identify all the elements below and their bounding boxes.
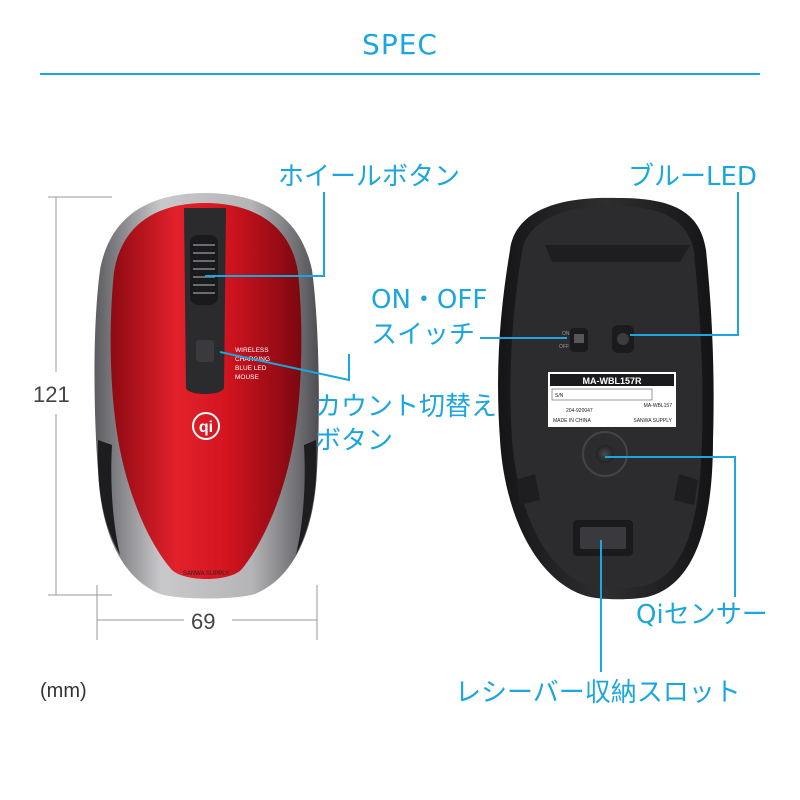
count-button-callout-line2: ボタン — [315, 426, 394, 456]
qi-logo — [192, 412, 220, 440]
page-title: SPEC — [362, 28, 438, 61]
height-dimension — [48, 196, 112, 596]
wheel-button-leader — [205, 192, 325, 277]
side-text-line-1: WIRELESS — [235, 347, 269, 354]
height-dimension-label: 121 — [33, 382, 70, 407]
side-text-line-4: MOUSE — [235, 374, 260, 381]
front-mouse: qi WIRELESS CHARGING BLUE LED MOUSE SANW… — [94, 193, 319, 599]
switch-on-label: ON — [562, 331, 570, 337]
count-button-callout-line1: カウント切替え — [315, 392, 498, 422]
qi-logo-text: qi — [199, 419, 213, 436]
qi-coil-mark — [582, 431, 628, 477]
label-model: MA-WBL157R — [582, 376, 642, 386]
side-text-line-3: BLUE LED — [235, 365, 267, 372]
wheel-button-callout: ホイールボタン — [278, 162, 461, 192]
label-cert: 204-920047 — [566, 408, 593, 414]
switch-off-label: OFF — [559, 344, 569, 350]
title-divider — [40, 73, 760, 75]
onoff-switch-callout-line2: スイッチ — [371, 320, 476, 350]
dpi-button — [196, 340, 214, 362]
onoff-switch-callout-line1: ON・OFF — [371, 285, 488, 315]
unit-label: (mm) — [40, 680, 87, 702]
label-sn: S/N — [555, 393, 564, 399]
front-brand: SANWA SUPPLY — [183, 571, 229, 577]
label-model-small: MA-WBL157 — [644, 403, 673, 409]
blue-led-callout: ブルーLED — [628, 162, 757, 192]
width-dimension — [96, 585, 318, 640]
qi-sensor-callout: Qiセンサー — [636, 600, 768, 630]
onoff-switch-knob — [574, 334, 584, 343]
label-brand: SANWA SUPPLY — [633, 418, 672, 424]
receiver-slot-callout: レシーバー収納スロット — [455, 678, 741, 708]
blue-led-leader — [630, 192, 739, 336]
qi-sensor-leader — [605, 456, 736, 597]
width-dimension-label: 69 — [191, 609, 216, 634]
label-made-in: MADE IN CHINA — [553, 418, 591, 424]
count-button-leader — [219, 351, 350, 382]
back-mouse: ON OFF MA-WBL157R S/N MA-WBL157 204-9200… — [498, 197, 714, 600]
